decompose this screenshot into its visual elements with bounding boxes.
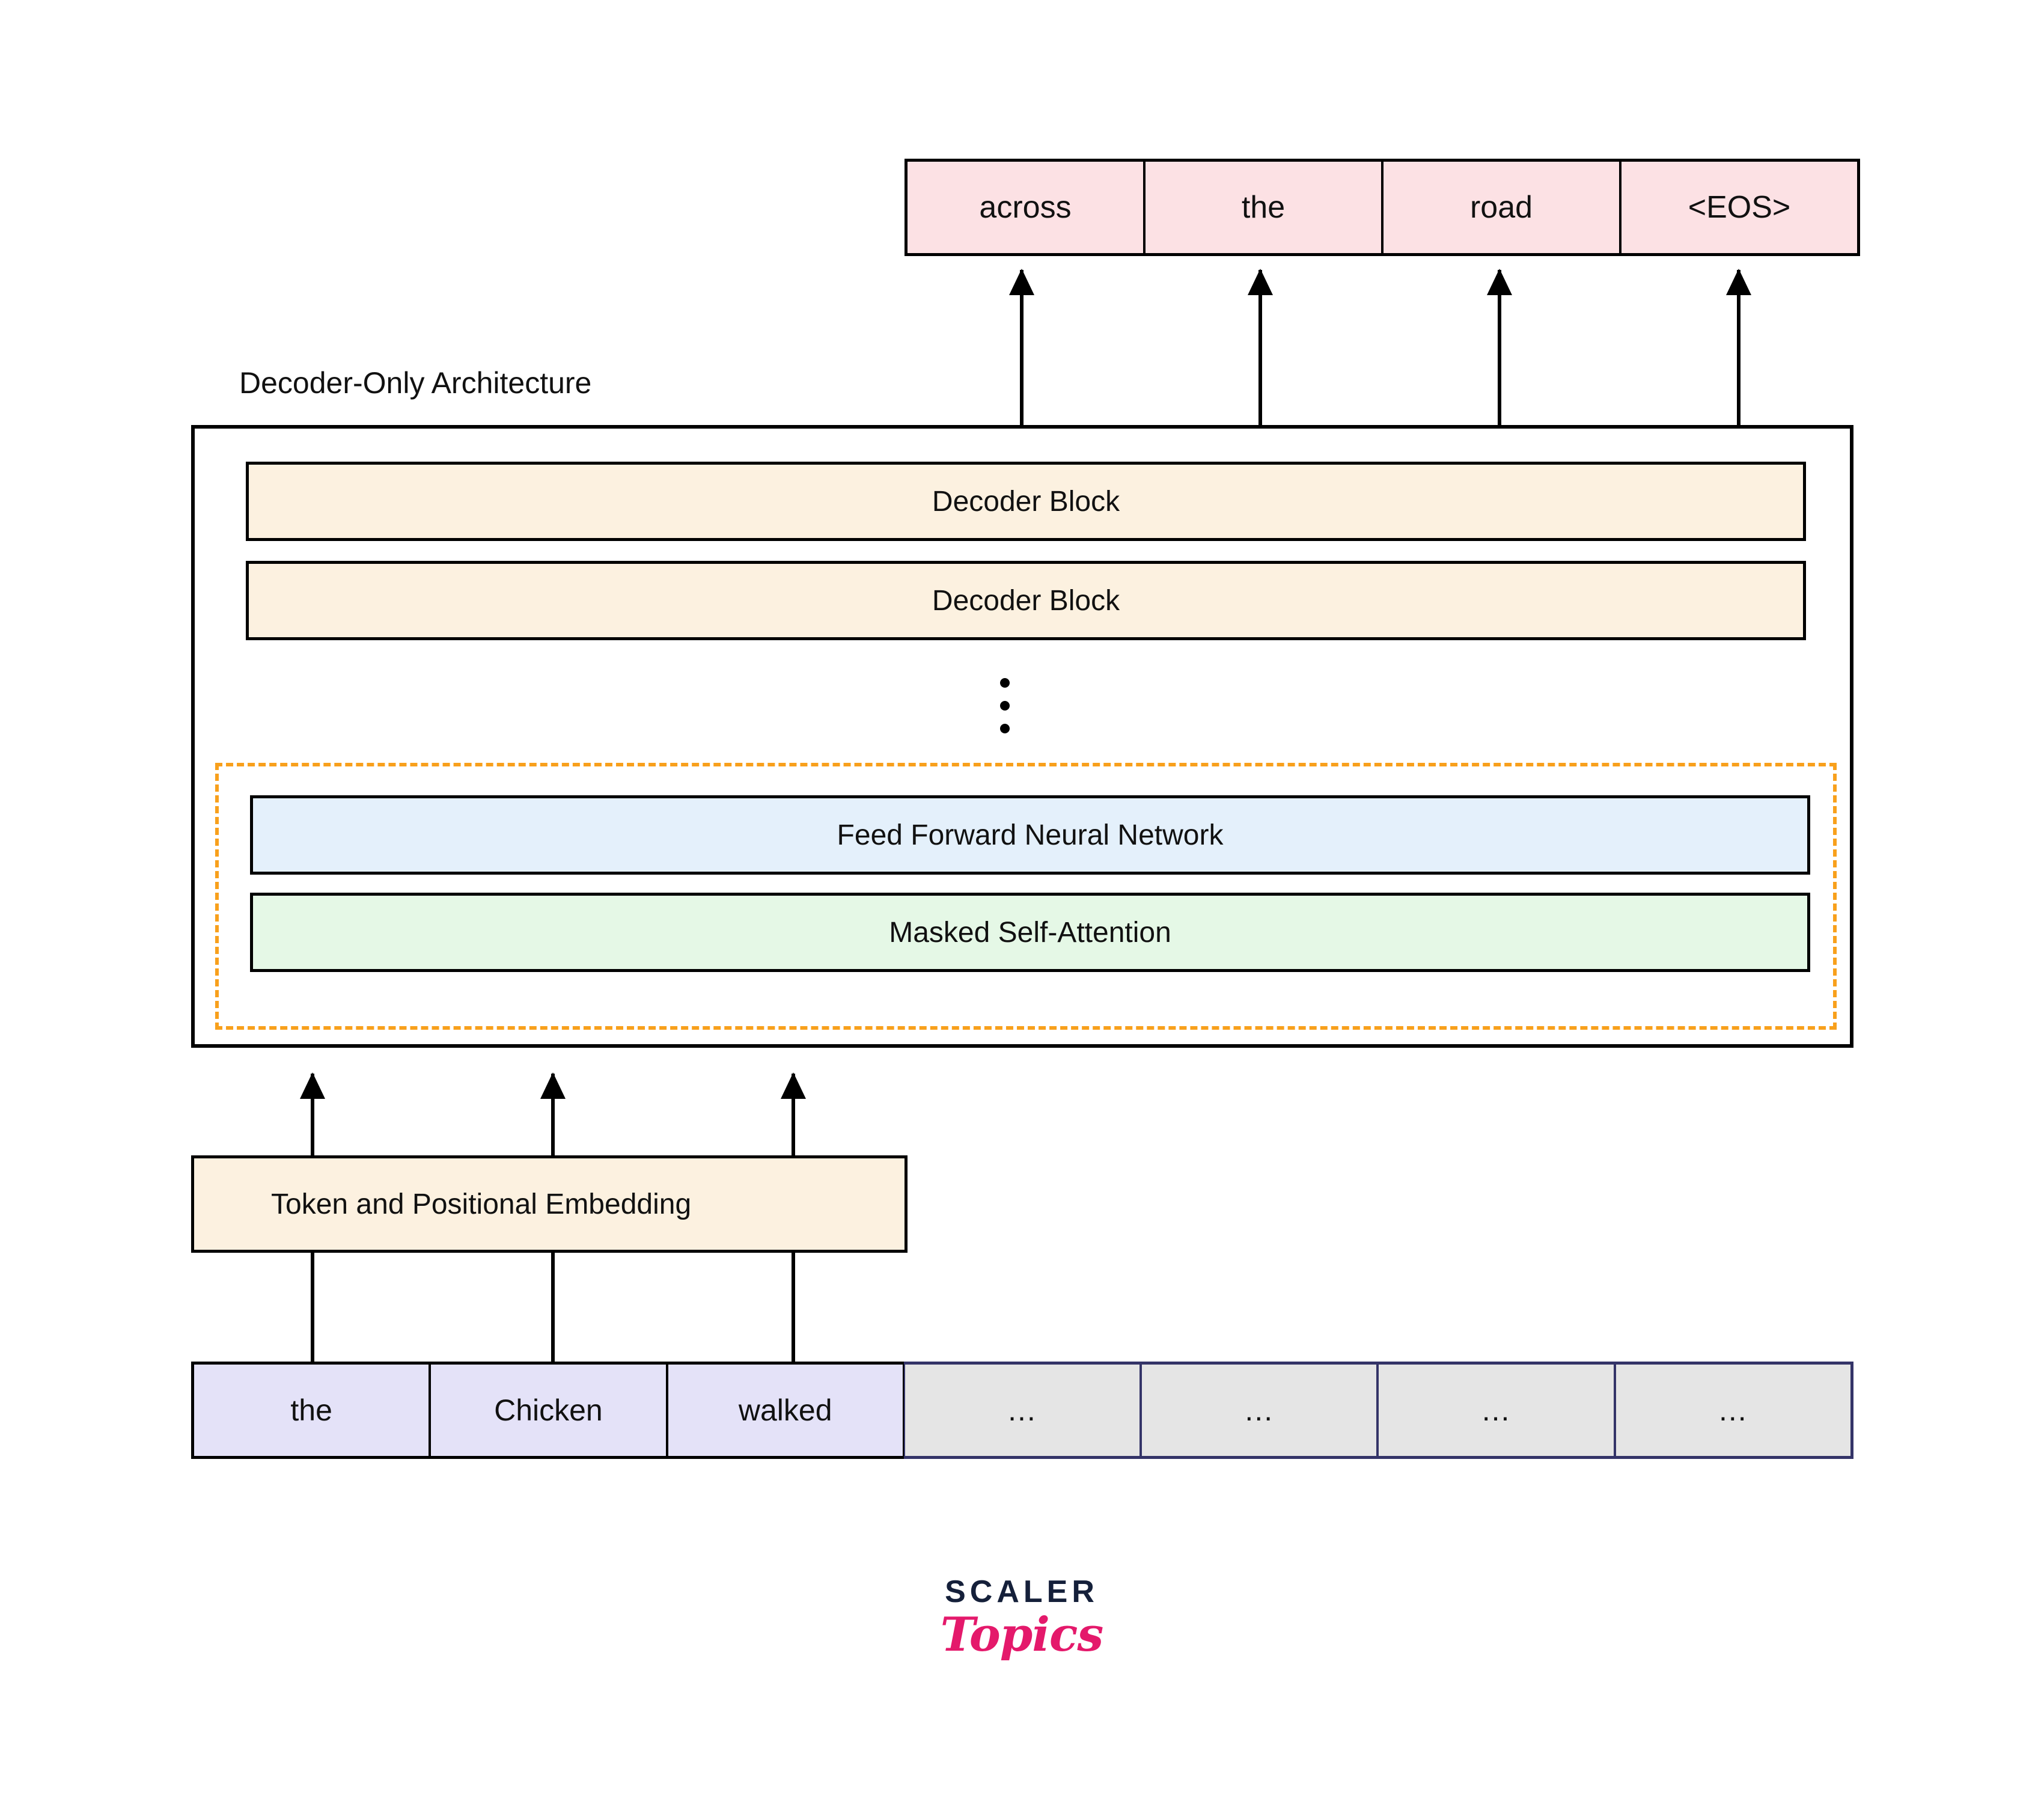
architecture-title: Decoder-Only Architecture	[239, 366, 592, 400]
scaler-topics-logo: SCALER Topics	[926, 1574, 1118, 1662]
feed-forward-neural-network-block: Feed Forward Neural Network	[250, 795, 1810, 875]
dot-icon	[1000, 678, 1010, 688]
logo-secondary-text: Topics	[940, 1607, 1104, 1662]
decoder-architecture-container: Decoder Block Decoder Block Feed Forward…	[191, 425, 1853, 1048]
output-token-strip: across the road <EOS>	[905, 159, 1860, 256]
vertical-dots-icon	[1000, 678, 1010, 733]
input-token-cell: ...	[903, 1362, 1141, 1459]
token-connector-line-1	[311, 1253, 314, 1362]
output-token-cell: <EOS>	[1620, 159, 1860, 256]
arrow-shaft	[792, 1074, 795, 1157]
arrow-shaft	[1020, 270, 1024, 425]
logo-primary-text: SCALER	[945, 1574, 1099, 1609]
output-token-cell: the	[1144, 159, 1382, 256]
arrow-shaft	[311, 1074, 314, 1157]
expanded-decoder-block-group: Feed Forward Neural Network Masked Self-…	[215, 763, 1837, 1030]
token-connector-line-3	[792, 1253, 795, 1362]
output-token-cell: across	[905, 159, 1144, 256]
decoder-block: Decoder Block	[246, 561, 1806, 640]
token-and-positional-embedding-box: Token and Positional Embedding	[191, 1155, 908, 1253]
arrow-shaft	[1258, 270, 1262, 425]
input-token-cell: ...	[1377, 1362, 1615, 1459]
output-token-cell: road	[1382, 159, 1620, 256]
decoder-block: Decoder Block	[246, 462, 1806, 541]
arrow-shaft	[551, 1074, 555, 1157]
input-token-cell: the	[191, 1362, 430, 1459]
dot-icon	[1000, 701, 1010, 711]
arrow-shaft	[1498, 270, 1501, 425]
input-token-cell: ...	[1141, 1362, 1378, 1459]
input-token-cell: Chicken	[430, 1362, 667, 1459]
arrow-shaft	[1737, 270, 1740, 425]
dot-icon	[1000, 724, 1010, 733]
input-token-cell: walked	[667, 1362, 904, 1459]
masked-self-attention-block: Masked Self-Attention	[250, 893, 1810, 972]
input-token-cell: ...	[1614, 1362, 1853, 1459]
input-token-strip: the Chicken walked ... ... ... ...	[191, 1362, 1853, 1459]
token-connector-line-2	[551, 1253, 555, 1362]
